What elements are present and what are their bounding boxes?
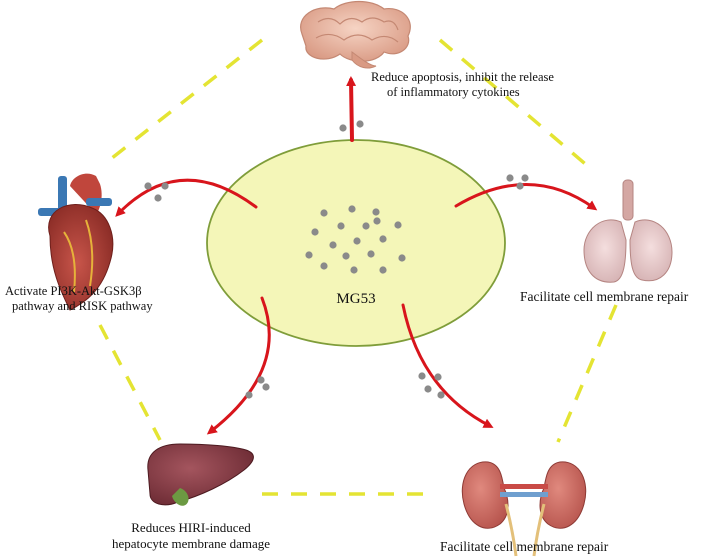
kidney-icon bbox=[461, 461, 587, 557]
mg53-label: MG53 bbox=[336, 291, 375, 307]
liver-effect-label: Reduces HIRI-induced hepatocyte membrane… bbox=[66, 520, 316, 551]
liver-effect-line-1: Reduces HIRI-induced bbox=[131, 520, 251, 535]
dash-lung-kidney bbox=[556, 304, 618, 443]
lung-effect-label: Facilitate cell membrane repair bbox=[520, 289, 689, 304]
kidney-effect-label: Facilitate cell membrane repair bbox=[440, 539, 609, 554]
liver-icon bbox=[147, 443, 254, 506]
heart-icon bbox=[38, 173, 114, 311]
heart-effect-line-2: pathway and RISK pathway bbox=[12, 299, 153, 313]
arrow-to-heart bbox=[115, 178, 258, 217]
arrows bbox=[115, 76, 598, 435]
liver-effect-line-2: hepatocyte membrane damage bbox=[111, 535, 271, 551]
dash-brain-lung bbox=[438, 38, 592, 170]
dash-heart-liver bbox=[98, 324, 162, 441]
transit-dots bbox=[144, 120, 529, 399]
mg53-protein-dots bbox=[305, 205, 406, 274]
brain-effect-line-2: of inflammatory cytokines bbox=[387, 85, 520, 99]
brain-effect-line-1: Reduce apoptosis, inhibit the release bbox=[371, 70, 554, 84]
dash-brain-heart bbox=[110, 38, 264, 160]
arrow-to-brain bbox=[346, 76, 357, 142]
heart-effect-line-1: Activate PI3K-Akt-GSK3β bbox=[5, 284, 142, 298]
arrow-to-kidney bbox=[401, 303, 494, 428]
arrow-to-liver bbox=[206, 296, 271, 435]
brain-effect-label: Reduce apoptosis, inhibit the release of… bbox=[371, 70, 554, 100]
brain-icon bbox=[300, 0, 411, 69]
pentagon-dashed-outline bbox=[98, 38, 618, 496]
arrow-to-lung bbox=[454, 183, 598, 211]
heart-effect-label: Activate PI3K-Akt-GSK3β pathway and RISK… bbox=[5, 284, 153, 314]
lung-icon bbox=[583, 179, 673, 283]
